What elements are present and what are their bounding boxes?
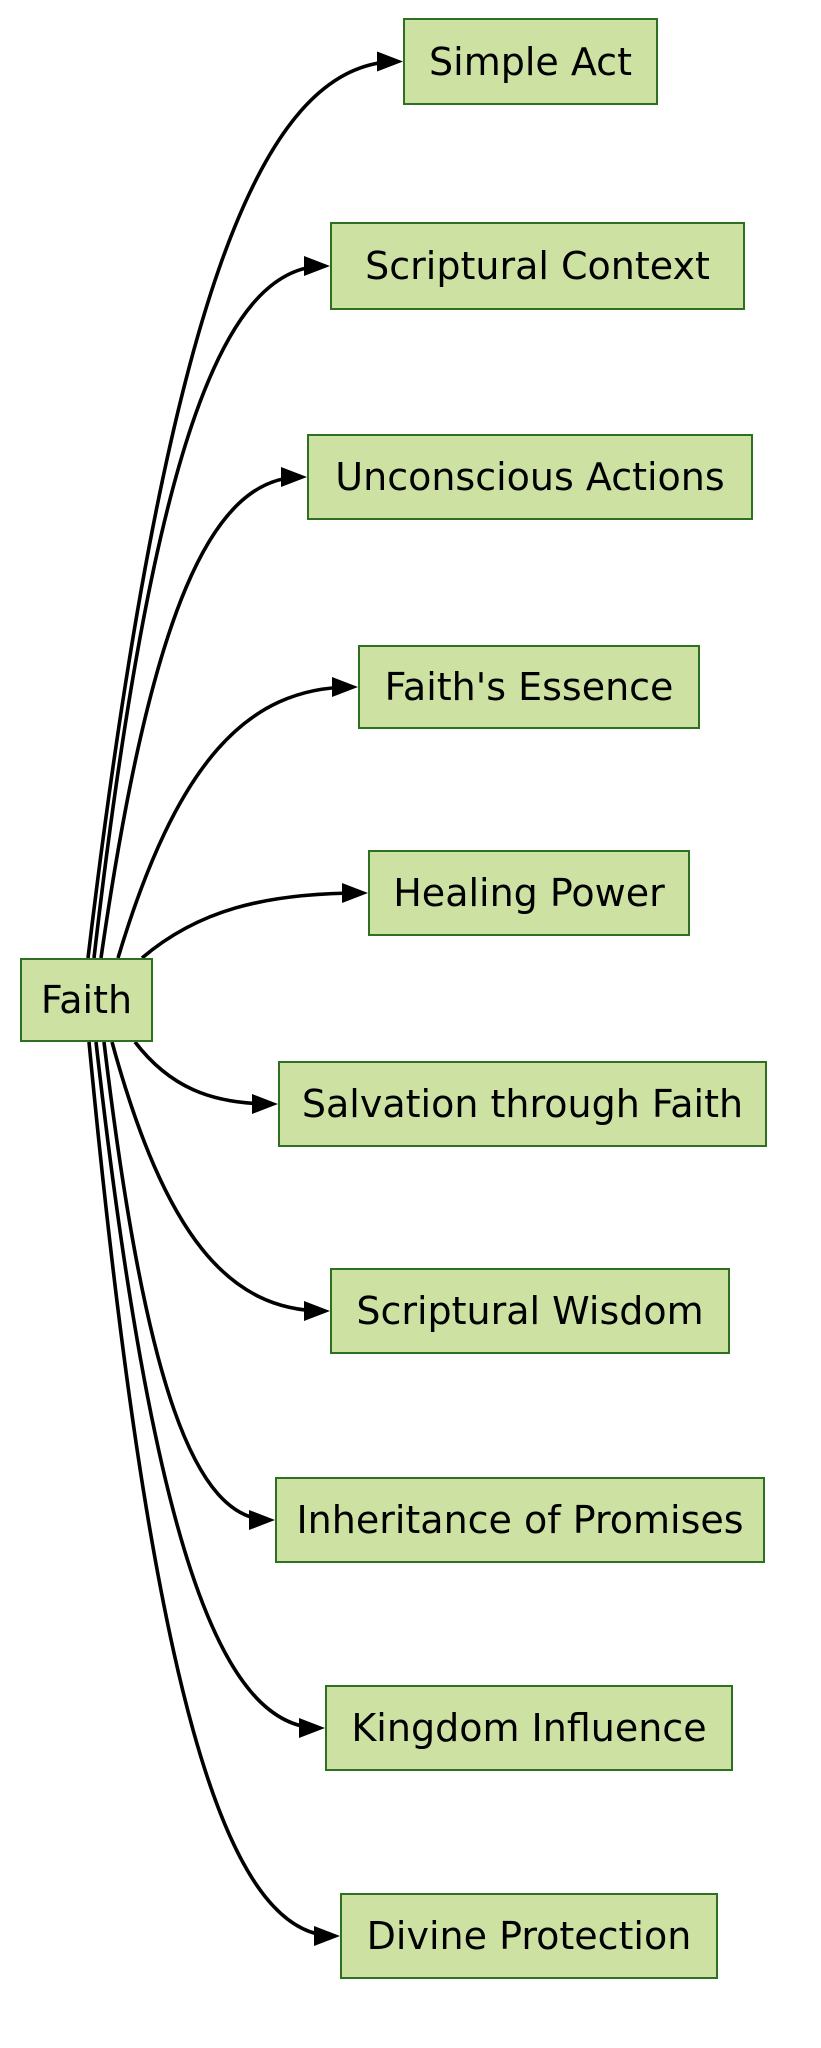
node-simple-act: Simple Act (403, 18, 658, 105)
arrowhead-icon (304, 1301, 330, 1321)
node-scriptural-wisdom: Scriptural Wisdom (330, 1268, 730, 1354)
arrowhead-icon (281, 467, 307, 487)
node-faith: Faith (20, 958, 153, 1042)
arrowhead-icon (299, 1718, 325, 1738)
edge-line (99, 475, 302, 959)
edge-line (102, 1041, 270, 1522)
node-kingdom-influence: Kingdom Influence (325, 1685, 733, 1771)
arrowhead-icon (304, 256, 330, 276)
node-healing-power: Healing Power (368, 850, 690, 936)
arrowhead-icon (377, 51, 403, 72)
arrowhead-icon (332, 677, 358, 697)
node-divine-protection: Divine Protection (340, 1893, 718, 1979)
arrowhead-icon (252, 1094, 278, 1114)
arrowhead-icon (342, 883, 368, 903)
node-faiths-essence: Faith's Essence (358, 645, 700, 729)
edge-line (116, 685, 353, 959)
edge-line (92, 264, 325, 959)
node-inheritance-of-promises: Inheritance of Promises (275, 1477, 765, 1563)
node-unconscious-actions: Unconscious Actions (307, 434, 753, 520)
edge-line (140, 891, 363, 960)
node-salvation-through-faith: Salvation through Faith (278, 1061, 767, 1147)
arrowhead-icon (249, 1510, 275, 1530)
edge-line (133, 1040, 273, 1106)
arrowhead-icon (314, 1926, 340, 1946)
node-scriptural-context: Scriptural Context (330, 222, 745, 310)
